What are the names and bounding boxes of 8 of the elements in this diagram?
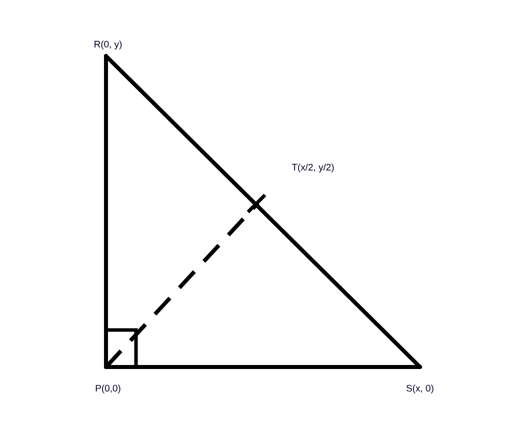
- line: [104, 54, 108, 369]
- vertex-label: T(x/2, y/2): [292, 164, 334, 172]
- vertex-label: S(x, 0): [406, 384, 434, 394]
- dashed-line: [104, 202, 260, 368]
- line: [104, 365, 422, 369]
- vertex-label: R(0, y): [94, 40, 122, 50]
- vertex-label: P(0,0): [96, 384, 120, 394]
- line: [104, 54, 422, 369]
